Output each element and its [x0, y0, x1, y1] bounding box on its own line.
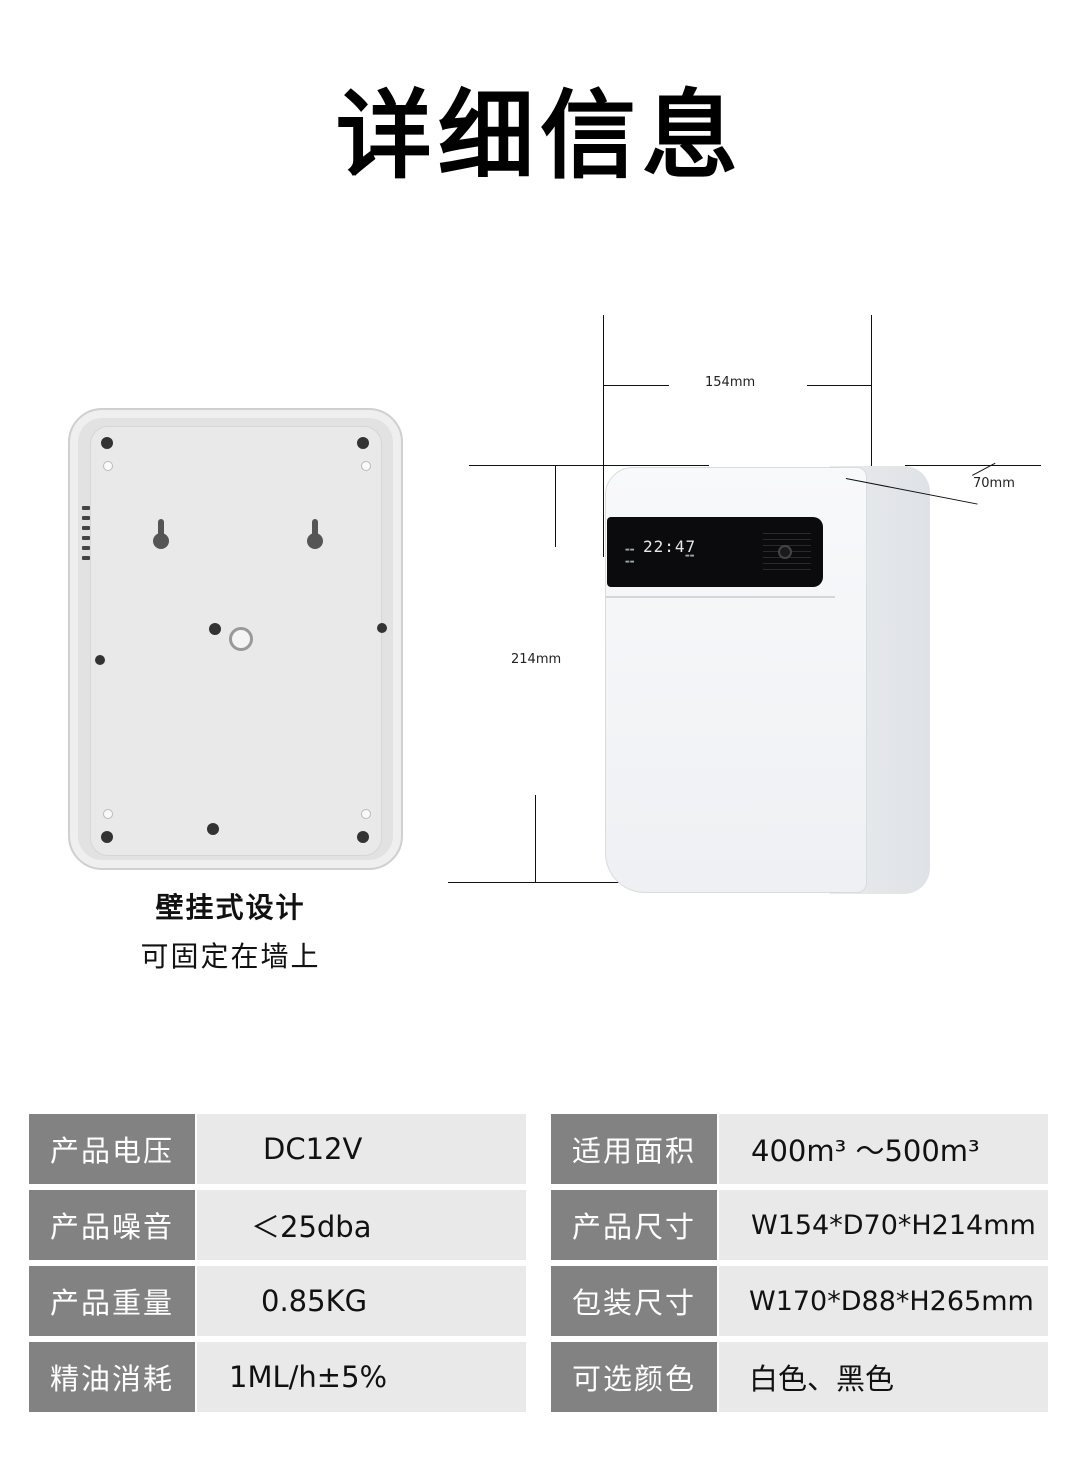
device-display-panel: ▬▬ ▬▬ 22:47 ▬▬: [607, 517, 823, 587]
vent-slot: [82, 556, 90, 560]
screw-hole: [357, 831, 369, 843]
spec-value: ＜25dba: [197, 1190, 526, 1260]
dimension-line: [871, 315, 872, 557]
screw-hole: [101, 831, 113, 843]
spec-row: 适用面积 400m³ ～500m³: [551, 1114, 1048, 1184]
dimension-line: [448, 882, 688, 883]
center-ring: [229, 627, 253, 651]
dimension-line: [603, 315, 604, 557]
page-title: 详细信息: [336, 80, 744, 192]
dimension-line: [555, 465, 556, 547]
height-dimension-label: 214mm: [511, 652, 562, 667]
spec-key: 产品尺寸: [551, 1190, 717, 1260]
spec-row: 产品电压 DC12V: [29, 1114, 526, 1184]
depth-dimension-label: 70mm: [973, 476, 1015, 491]
spec-key: 产品噪音: [29, 1190, 195, 1260]
pin: [103, 809, 113, 819]
back-plate: [90, 426, 387, 856]
spec-row: 产品重量 0.85KG: [29, 1266, 526, 1336]
spec-table-right: 适用面积 400m³ ～500m³ 产品尺寸 W154*D70*H214mm 包…: [551, 1114, 1048, 1418]
spec-key: 精油消耗: [29, 1342, 195, 1412]
vent-slot: [82, 516, 90, 520]
dimension-line: [469, 465, 709, 466]
dimension-line: [807, 385, 871, 386]
spec-key: 产品重量: [29, 1266, 195, 1336]
device-back-image: [68, 408, 403, 870]
display-indicator: ▬▬: [625, 547, 635, 553]
screw-hole: [357, 437, 369, 449]
spec-value: W154*D70*H214mm: [719, 1190, 1048, 1260]
spec-value: 1ML/h±5%: [197, 1342, 526, 1412]
spec-value: 400m³ ～500m³: [719, 1114, 1048, 1184]
spec-value: W170*D88*H265mm: [719, 1266, 1048, 1336]
screw-hole: [101, 437, 113, 449]
dimension-line: [603, 385, 669, 386]
back-caption-sub: 可固定在墙上: [140, 940, 321, 973]
spec-value: DC12V: [197, 1114, 526, 1184]
power-button: [778, 545, 792, 559]
spec-key: 产品电压: [29, 1114, 195, 1184]
spec-row: 包装尺寸 W170*D88*H265mm: [551, 1266, 1048, 1336]
keyhole-slot: [307, 519, 323, 553]
vent-slot: [82, 536, 90, 540]
spec-key: 可选颜色: [551, 1342, 717, 1412]
vent-slot: [82, 546, 90, 550]
vent-slot: [82, 526, 90, 530]
dimension-line: [905, 465, 1041, 466]
display-indicator: ▬▬: [625, 559, 635, 565]
spec-key: 适用面积: [551, 1114, 717, 1184]
spec-row: 可选颜色 白色、黑色: [551, 1342, 1048, 1412]
screw-hole: [209, 623, 221, 635]
lid-seam: [605, 596, 835, 598]
screw-hole: [95, 655, 105, 665]
pin: [361, 461, 371, 471]
spec-row: 产品噪音 ＜25dba: [29, 1190, 526, 1260]
vent-slot: [82, 506, 90, 510]
spec-value: 0.85KG: [197, 1266, 526, 1336]
spec-value: 白色、黑色: [719, 1342, 1048, 1412]
spec-table-left: 产品电压 DC12V 产品噪音 ＜25dba 产品重量 0.85KG 精油消耗 …: [29, 1114, 526, 1418]
display-time: 22:47: [643, 537, 697, 556]
back-caption-main: 壁挂式设计: [155, 891, 306, 924]
dimension-line: [535, 795, 536, 882]
pin: [361, 809, 371, 819]
spec-row: 产品尺寸 W154*D70*H214mm: [551, 1190, 1048, 1260]
display-indicator: ▬▬: [685, 553, 695, 559]
screw-hole: [377, 623, 387, 633]
keyhole-slot: [153, 519, 169, 553]
width-dimension-label: 154mm: [705, 375, 756, 390]
pin: [103, 461, 113, 471]
screw-hole: [207, 823, 219, 835]
spec-key: 包装尺寸: [551, 1266, 717, 1336]
spec-row: 精油消耗 1ML/h±5%: [29, 1342, 526, 1412]
